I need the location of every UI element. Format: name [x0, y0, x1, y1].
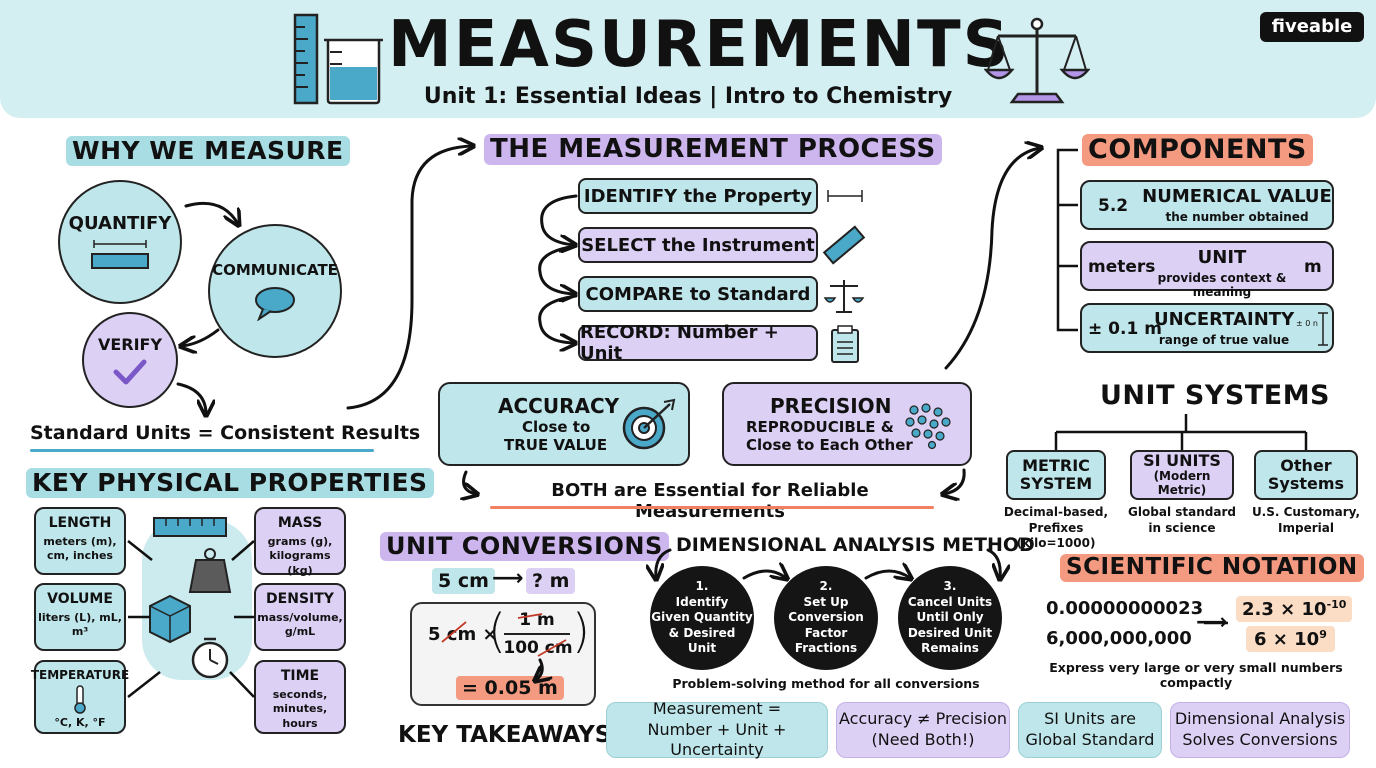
conversion-denominator: 100 cm: [503, 638, 573, 658]
ruler-icon: [91, 239, 149, 269]
brand-logo: fiveable: [1260, 12, 1364, 42]
quantify-circle: QUANTIFY: [58, 180, 182, 304]
sci-number-small: 0.00000000023: [1046, 598, 1204, 619]
conversion-from: 5 cm: [432, 568, 495, 594]
metric-desc: Decimal-based, Prefixes (kilo=1000): [1003, 505, 1109, 551]
quantify-label: QUANTIFY: [68, 212, 172, 234]
process-step-icons: [822, 178, 872, 372]
temperature-box: TEMPERATURE °C, K, °F: [31, 660, 129, 734]
sci-caption: Express very large or very small numbers…: [1049, 660, 1343, 690]
dimensional-step-3: 3. Cancel Units Until Only Desired Unit …: [898, 566, 1002, 670]
other-systems-box: Other Systems: [1254, 450, 1358, 500]
sci-result-large: 6 × 109: [1246, 626, 1335, 652]
metric-system-box: METRIC SYSTEM: [1006, 450, 1106, 500]
takeaways-title: KEY TAKEAWAYS: [398, 722, 612, 748]
length-box: LENGTH meters (m), cm, inches: [34, 507, 126, 575]
sci-result-small: 2.3 × 10-10: [1236, 596, 1353, 622]
takeaway-accuracy: Accuracy ≠ Precision (Need Both!): [836, 702, 1010, 758]
other-desc: U.S. Customary, Imperial: [1251, 505, 1361, 535]
communicate-circle: COMMUNICATE: [208, 224, 342, 358]
dimensional-step-2: 2. Set Up Conversion Factor Fractions: [774, 566, 878, 670]
unit-box: meters UNIT provides context & meaning m: [1080, 241, 1334, 299]
standard-units-text: Standard Units = Consistent Results: [30, 422, 421, 444]
mass-box: MASS grams (g), kilograms (kg): [254, 507, 346, 577]
verify-circle: VERIFY: [82, 312, 178, 408]
conversion-numerator: 1 m: [519, 610, 555, 630]
dimensional-caption: Problem-solving method for all conversio…: [672, 676, 980, 691]
takeaway-si-units: SI Units are Global Standard: [1018, 702, 1162, 758]
process-title: THE MEASUREMENT PROCESS: [484, 134, 942, 166]
volume-box: VOLUME liters (L), mL, m³: [34, 583, 126, 651]
uncertainty-box: ± 0.1 m UNCERTAINTY range of true value …: [1080, 303, 1334, 353]
takeaway-measurement: Measurement = Number + Unit + Uncertaint…: [606, 699, 828, 759]
process-step-record: RECORD: Number + Unit: [578, 322, 818, 364]
sci-arrow: ⟶: [1196, 610, 1228, 635]
process-step-identify: IDENTIFY the Property: [578, 178, 818, 214]
dimensional-step-1: 1. Identify Given Quantity & Desired Uni…: [650, 566, 754, 670]
components-title: COMPONENTS: [1082, 134, 1313, 167]
range-bracket-icon: [1318, 312, 1328, 346]
thermometer-icon: [74, 685, 86, 714]
numerical-value-box: 5.2 NUMERICAL VALUE the number obtained: [1080, 180, 1334, 230]
takeaway-dimensional: Dimensional Analysis Solves Conversions: [1170, 702, 1350, 758]
unit-systems-title: UNIT SYSTEMS: [1100, 380, 1331, 411]
sci-number-large: 6,000,000,000: [1046, 628, 1192, 649]
communicate-label: COMMUNICATE: [212, 261, 338, 279]
page-subtitle: Unit 1: Essential Ideas | Intro to Chemi…: [423, 84, 953, 109]
si-desc: Global standard in science: [1128, 505, 1236, 535]
why-title: WHY WE MEASURE: [66, 136, 350, 166]
fraction-bar: [504, 633, 570, 635]
speech-bubble-icon: [255, 287, 295, 321]
conversion-arrow: ⟶: [492, 566, 524, 591]
dots-cluster-icon: [902, 400, 954, 454]
conversion-result: = 0.05 m: [456, 676, 564, 700]
fraction-paren-right: ): [572, 604, 590, 658]
si-units-box: SI UNITS (Modern Metric): [1130, 450, 1234, 500]
balance-scale-icon: [983, 14, 1091, 112]
properties-title: KEY PHYSICAL PROPERTIES: [26, 468, 434, 498]
fraction-paren-left: (: [488, 604, 506, 658]
both-essential-text: BOTH are Essential for Reliable Measurem…: [551, 480, 869, 522]
property-icons: [126, 512, 256, 696]
header-banner: [0, 0, 1376, 118]
scientific-title: SCIENTIFIC NOTATION: [1060, 554, 1364, 582]
conversion-to: ? m: [526, 568, 576, 594]
page-title: MEASUREMENTS: [388, 8, 1011, 82]
conversions-title: UNIT CONVERSIONS: [380, 532, 669, 561]
density-box: DENSITY mass/volume, g/mL: [254, 583, 346, 651]
ruler-beaker-icon: [290, 12, 390, 111]
dimensional-title: DIMENSIONAL ANALYSIS METHOD: [676, 534, 1035, 556]
checkmark-icon: [113, 359, 147, 384]
time-box: TIME seconds, minutes, hours: [254, 660, 346, 734]
process-step-select: SELECT the Instrument: [578, 227, 818, 263]
target-icon: [620, 398, 678, 456]
standard-underline: [30, 449, 374, 452]
verify-label: VERIFY: [97, 334, 163, 354]
both-underline: [490, 506, 934, 509]
process-step-compare: COMPARE to Standard: [578, 276, 818, 312]
